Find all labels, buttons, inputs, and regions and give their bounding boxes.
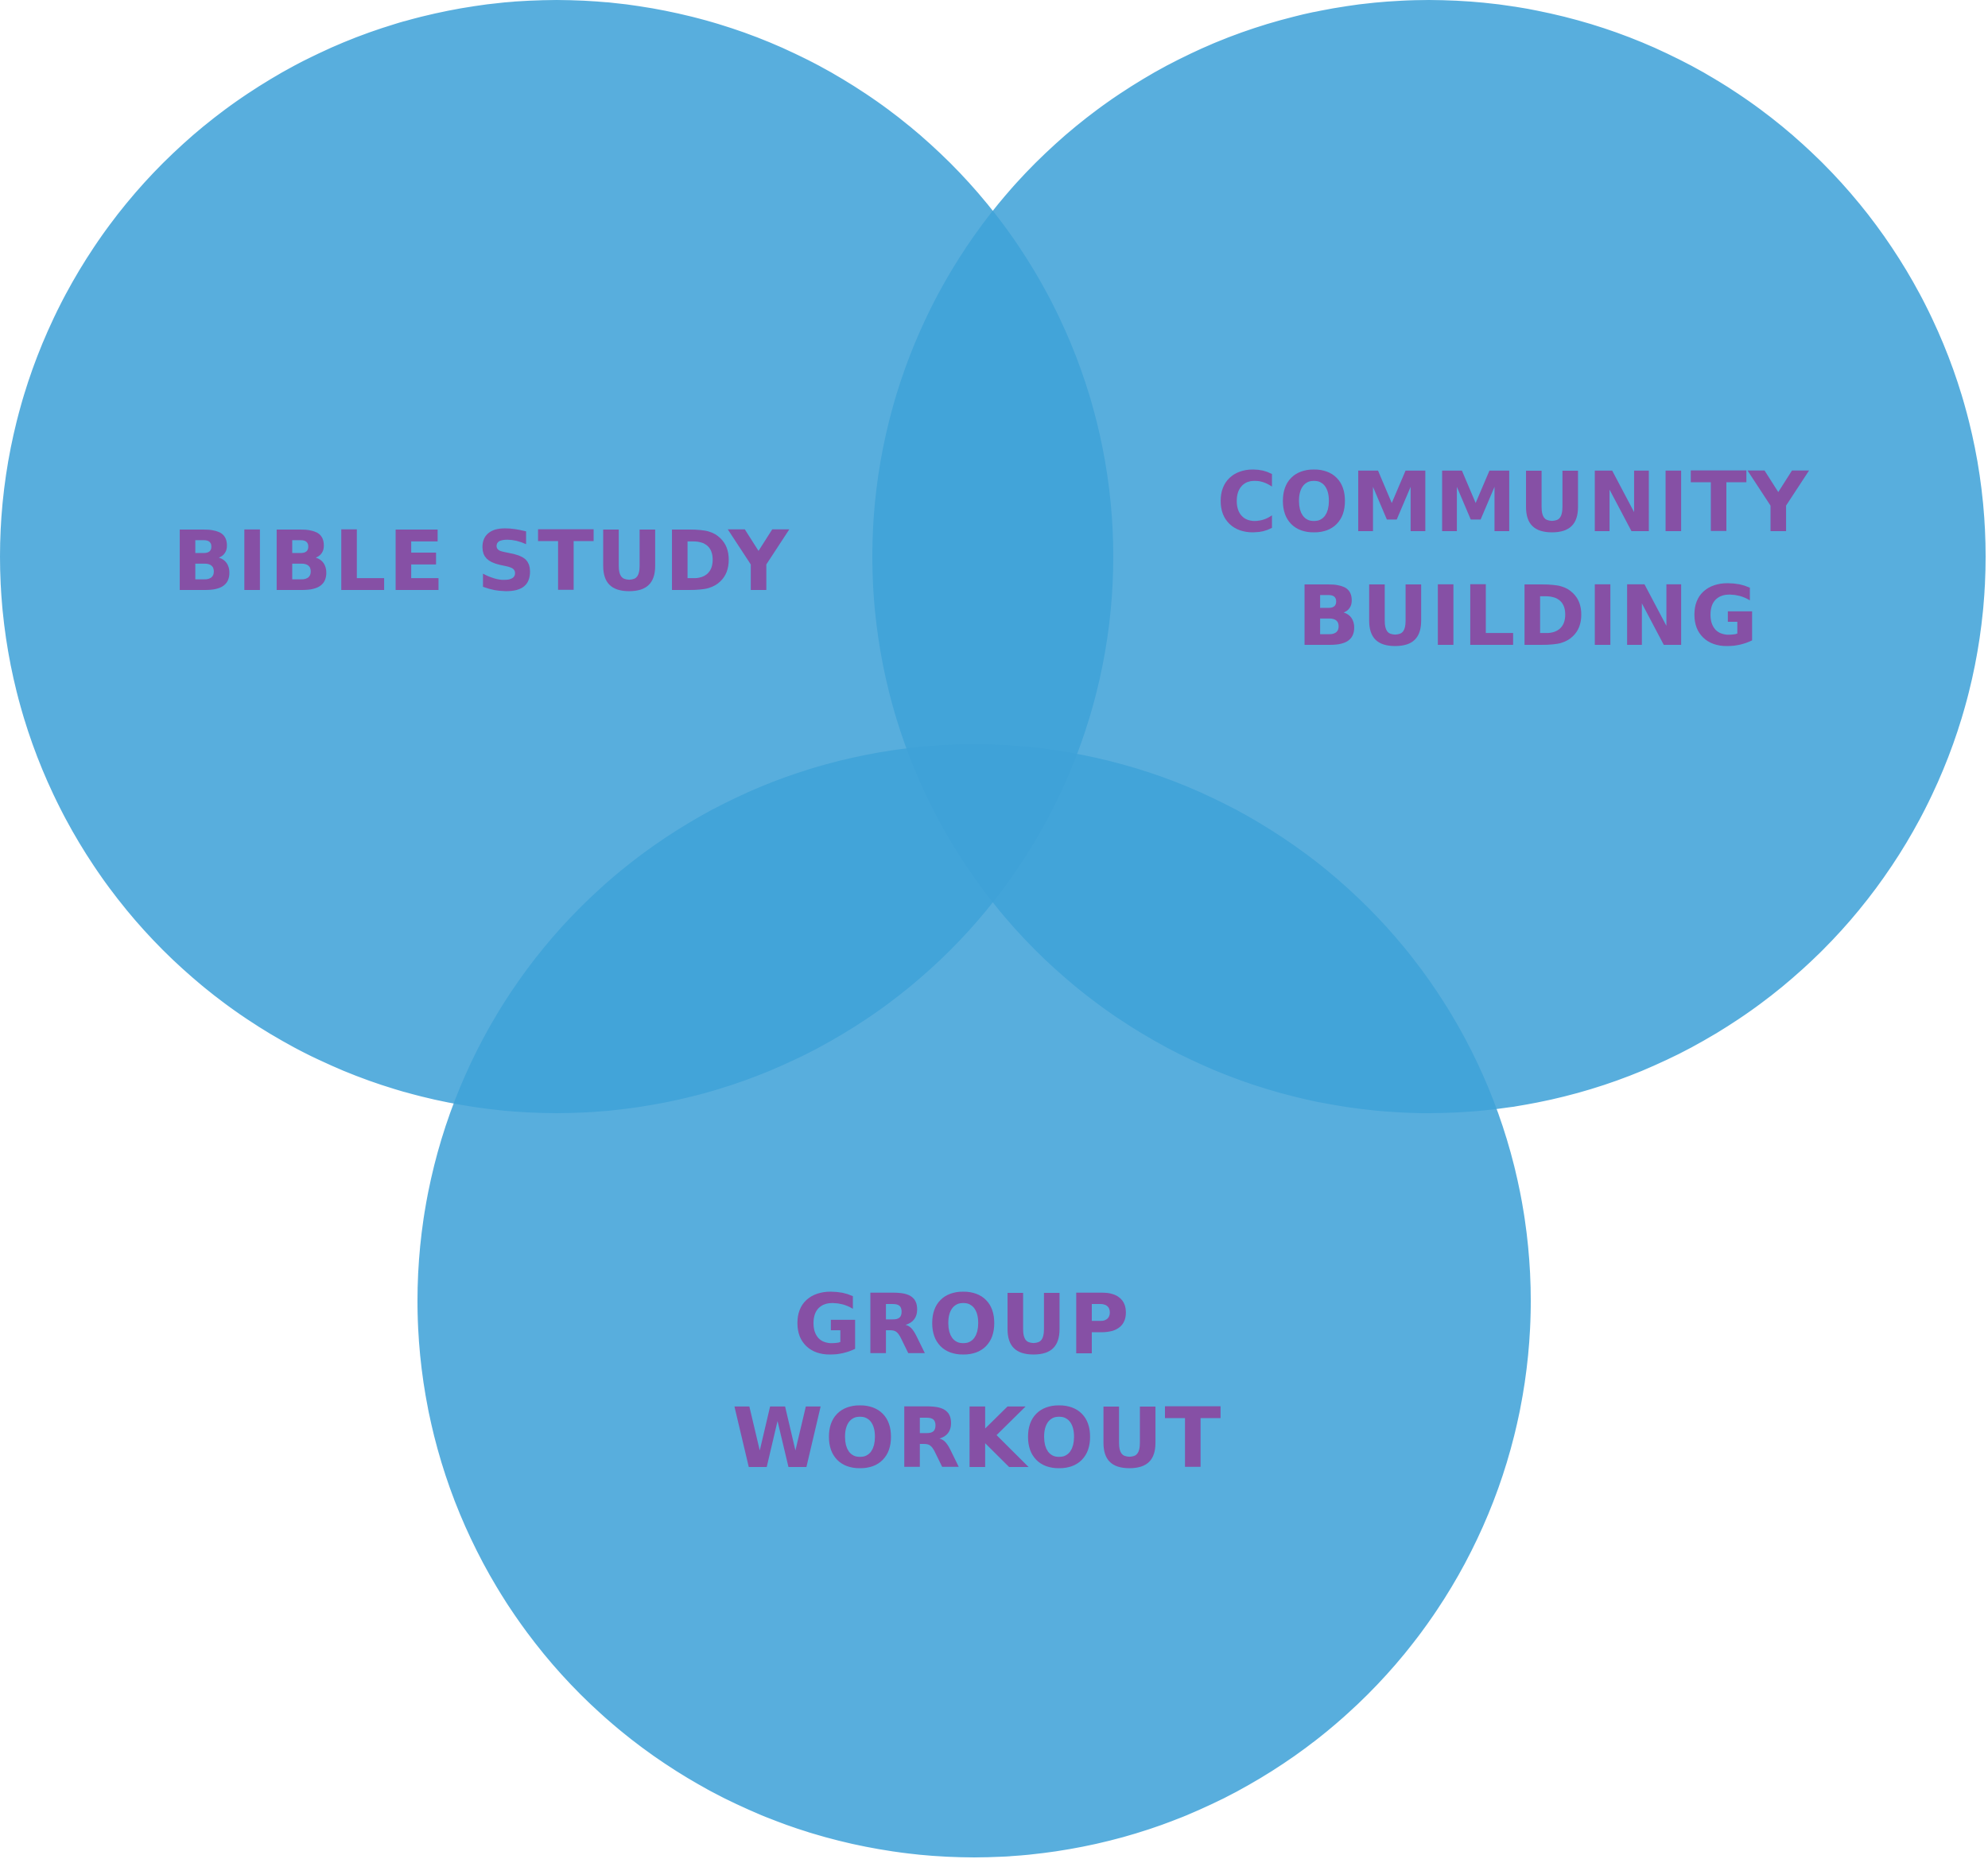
label-community-building-line-2: BUILDING bbox=[1297, 568, 1760, 665]
label-group-workout-line-2: WORKOUT bbox=[732, 1390, 1223, 1487]
label-bible-study-line-1: BIBLE STUDY bbox=[172, 513, 790, 610]
label-community-building-line-1: COMMUNITY bbox=[1217, 454, 1810, 551]
label-bible-study: BIBLE STUDY bbox=[172, 513, 790, 610]
label-group-workout: GROUP WORKOUT bbox=[732, 1276, 1223, 1487]
venn-labels: BIBLE STUDY COMMUNITY BUILDING GROUP WOR… bbox=[172, 454, 1840, 1487]
label-community-building: COMMUNITY BUILDING bbox=[1217, 454, 1840, 665]
label-group-workout-line-1: GROUP bbox=[794, 1276, 1132, 1373]
circle-group-workout bbox=[417, 744, 1531, 1857]
